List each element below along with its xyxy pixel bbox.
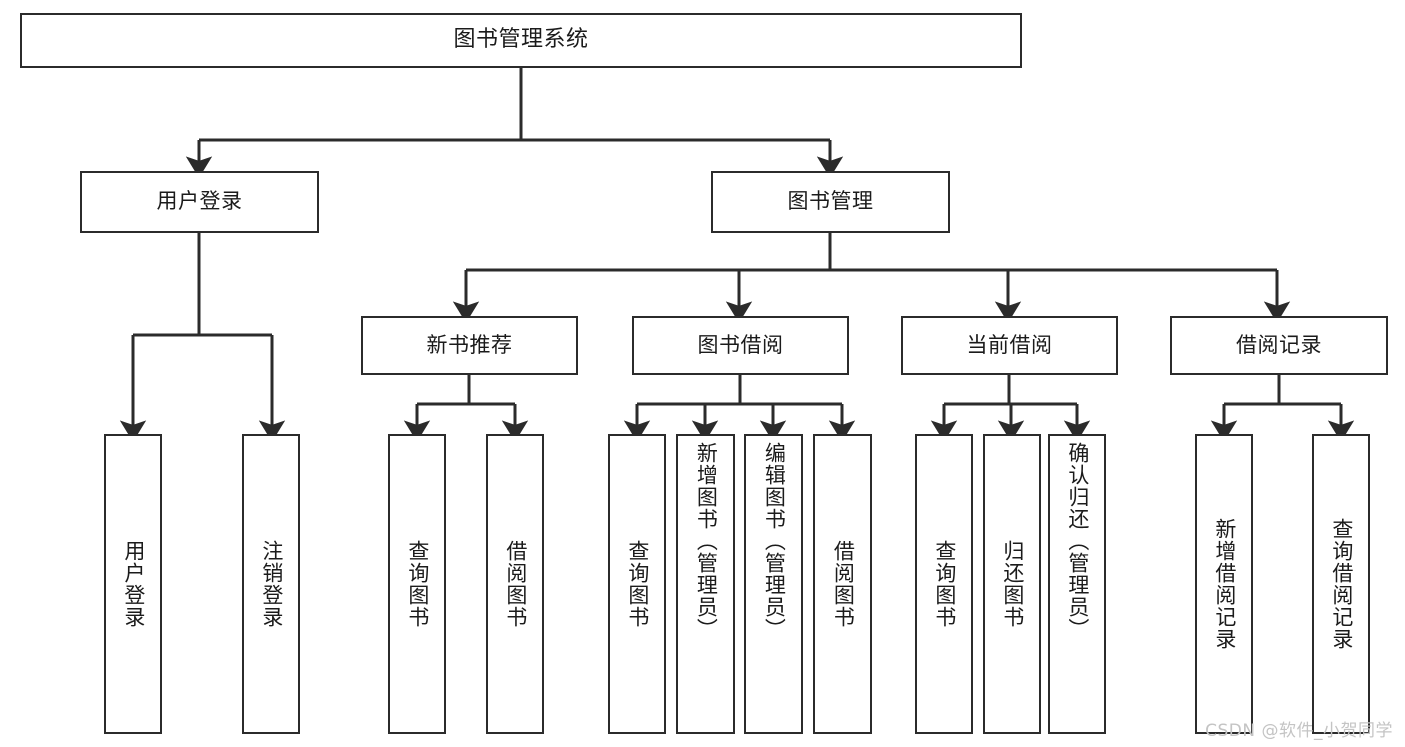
node-leaf-query-book-3-label: 查询图书 [932,540,957,628]
node-leaf-confirm-return[interactable]: 确认归还（管理员） [1048,434,1106,734]
node-leaf-query-book-3[interactable]: 查询图书 [915,434,973,734]
node-leaf-user-logout[interactable]: 注销登录 [242,434,300,734]
node-leaf-query-book-2-label: 查询图书 [625,540,650,628]
node-user-login-label: 用户登录 [156,189,243,214]
node-leaf-add-book-label: 新增图书（管理员） [694,442,719,640]
node-leaf-add-book[interactable]: 新增图书（管理员） [676,434,735,734]
node-leaf-borrow-book-1-label: 借阅图书 [503,540,528,628]
node-leaf-borrow-book-2-label: 借阅图书 [831,540,856,628]
node-new-book-recommend-label: 新书推荐 [426,332,513,357]
node-book-borrow-label: 图书借阅 [697,332,784,357]
node-leaf-query-book-1-label: 查询图书 [405,540,430,628]
node-current-borrow[interactable]: 当前借阅 [901,316,1118,375]
node-leaf-edit-book-label: 编辑图书（管理员） [762,442,787,640]
node-leaf-query-book-1[interactable]: 查询图书 [388,434,446,734]
node-leaf-query-record[interactable]: 查询借阅记录 [1312,434,1370,734]
node-book-manage-label: 图书管理 [787,189,874,214]
node-leaf-query-record-label: 查询借阅记录 [1329,518,1354,650]
node-current-borrow-label: 当前借阅 [966,332,1053,357]
node-leaf-add-record-label: 新增借阅记录 [1212,518,1237,650]
node-leaf-borrow-book-2[interactable]: 借阅图书 [813,434,872,734]
node-leaf-user-login-label: 用户登录 [121,540,146,628]
node-user-login[interactable]: 用户登录 [80,171,319,233]
node-leaf-user-logout-label: 注销登录 [259,540,284,628]
node-book-borrow[interactable]: 图书借阅 [632,316,849,375]
node-leaf-user-login[interactable]: 用户登录 [104,434,162,734]
node-leaf-add-record[interactable]: 新增借阅记录 [1195,434,1253,734]
node-book-manage[interactable]: 图书管理 [711,171,950,233]
node-leaf-confirm-return-label: 确认归还（管理员） [1065,442,1090,640]
watermark-text: CSDN @软件_小贺同学 [1205,721,1393,741]
node-leaf-return-book-label: 归还图书 [1000,540,1025,628]
node-leaf-return-book[interactable]: 归还图书 [983,434,1041,734]
node-root[interactable]: 图书管理系统 [20,13,1022,68]
node-leaf-borrow-book-1[interactable]: 借阅图书 [486,434,544,734]
node-leaf-edit-book[interactable]: 编辑图书（管理员） [744,434,803,734]
node-root-label: 图书管理系统 [453,27,589,53]
node-new-book-recommend[interactable]: 新书推荐 [361,316,578,375]
node-borrow-record[interactable]: 借阅记录 [1170,316,1388,375]
node-leaf-query-book-2[interactable]: 查询图书 [608,434,666,734]
node-borrow-record-label: 借阅记录 [1236,332,1322,357]
